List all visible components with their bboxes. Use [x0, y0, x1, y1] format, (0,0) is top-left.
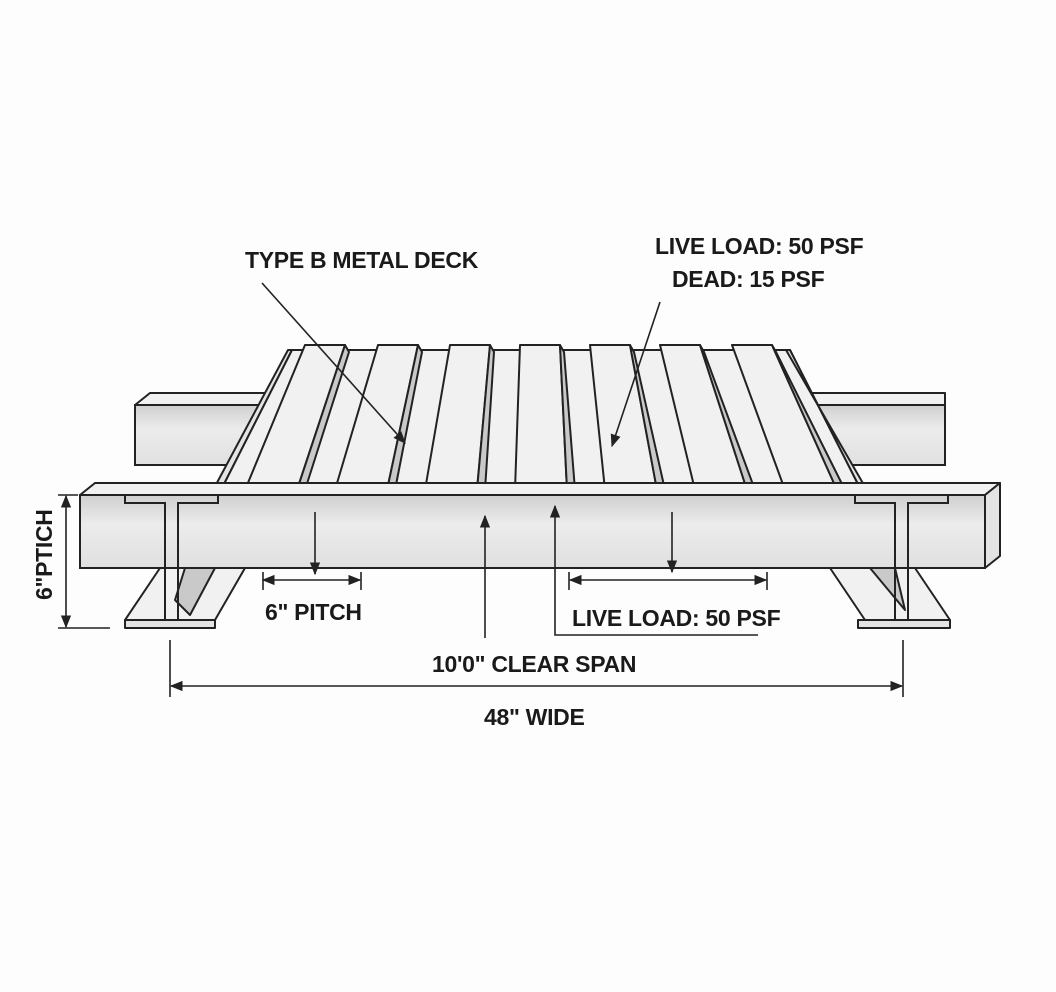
live-load-top-label: LIVE LOAD: 50 PSF — [655, 233, 864, 259]
i-beam-flanges — [124, 567, 951, 629]
deck-ribs — [244, 344, 846, 491]
live-load-bottom-label: LIVE LOAD: 50 PSF — [572, 605, 781, 631]
width-label: 48" WIDE — [484, 704, 585, 730]
deck-rib — [514, 344, 568, 491]
deck-type-label: TYPE B METAL DECK — [245, 247, 479, 273]
pitch-label: 6" PITCH — [265, 599, 362, 625]
dimension-lines — [58, 282, 904, 697]
front-beam — [79, 482, 1001, 620]
vertical-dimension-label: 6"PTICH — [31, 509, 57, 600]
dead-load-label: DEAD: 15 PSF — [672, 266, 825, 292]
clear-span-label: 10'0" CLEAR SPAN — [432, 651, 636, 677]
